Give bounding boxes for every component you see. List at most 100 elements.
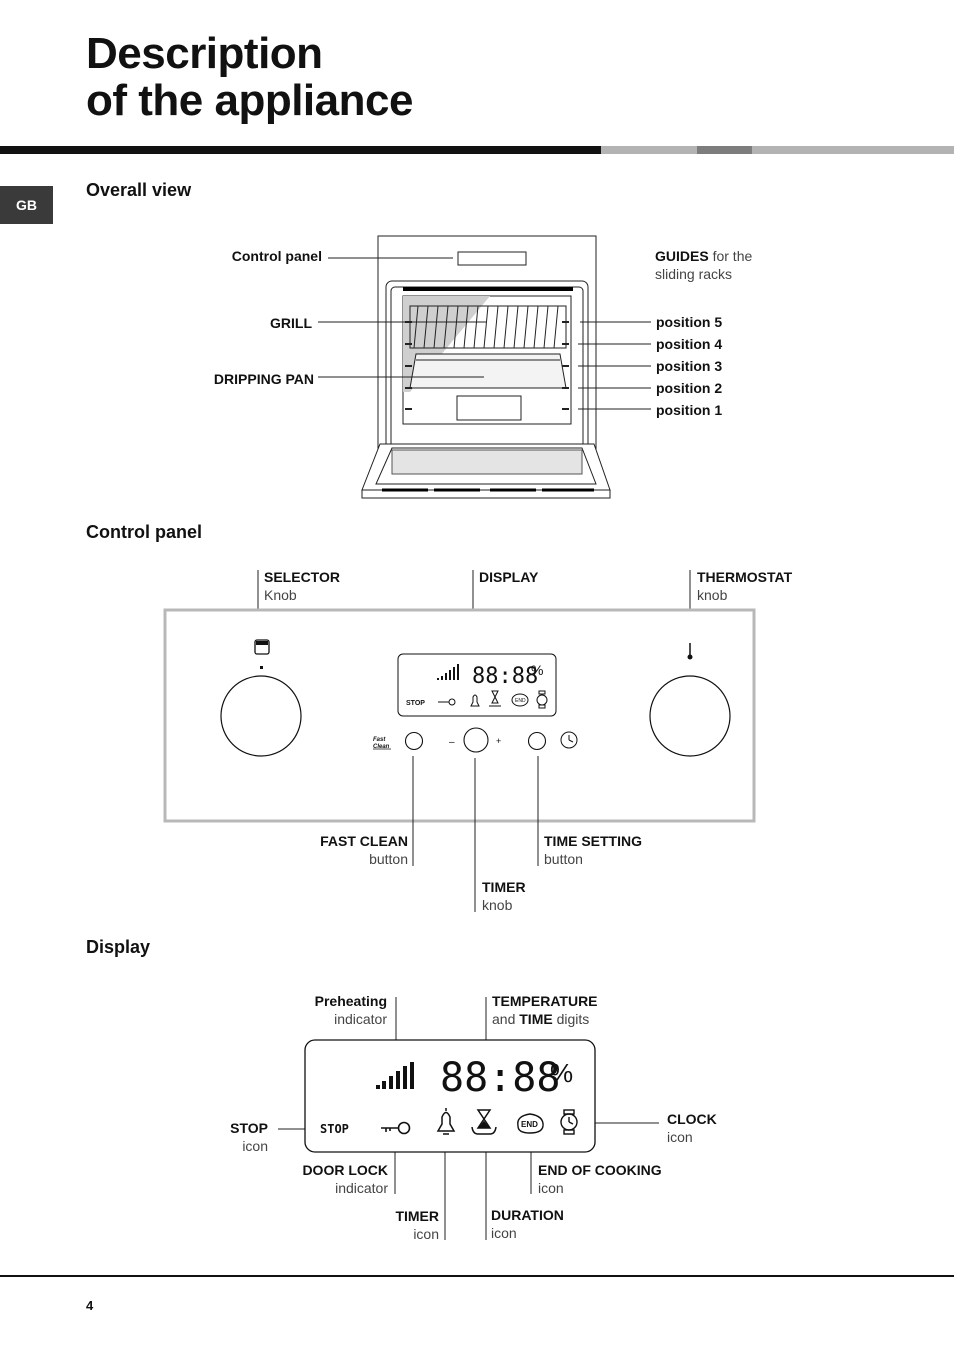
selector-label: SELECTOR Knob: [264, 568, 340, 604]
thermostat-label: THERMOSTAT knob: [697, 568, 792, 604]
position-5-label: position 5: [656, 314, 723, 330]
footer-rule: [0, 1275, 954, 1277]
stop-label-title: STOP: [230, 1120, 268, 1136]
timer-knob-label: TIMER knob: [482, 878, 526, 914]
mini-stop-text: STOP: [406, 700, 425, 707]
time-setting-label-title: TIME SETTING: [544, 833, 642, 849]
timer-minus-sign: –: [449, 737, 455, 748]
time-setting-label-sub: button: [544, 851, 583, 867]
display-percent: %: [550, 1058, 573, 1088]
stop-label: STOP icon: [180, 1119, 268, 1155]
end-text: END: [521, 1120, 538, 1129]
time-setting-label: TIME SETTING button: [544, 832, 642, 868]
guides-label-bold: GUIDES: [655, 248, 709, 264]
display-digits: 88:88: [440, 1055, 560, 1101]
thermostat-label-sub: knob: [697, 587, 728, 603]
selector-label-title: SELECTOR: [264, 569, 340, 585]
mini-display-digits: 88:88: [472, 664, 538, 689]
selector-label-sub: Knob: [264, 587, 297, 603]
duration-label-sub: icon: [491, 1225, 517, 1241]
mini-timer-bell-icon: [470, 694, 480, 707]
mini-clock-icon: [536, 690, 548, 709]
page-number: 4: [86, 1298, 94, 1313]
clock-label-sub: icon: [667, 1129, 693, 1145]
clock-label-title: CLOCK: [667, 1111, 717, 1127]
display-label: DISPLAY: [479, 569, 539, 585]
clock-icon: [560, 731, 578, 749]
timer-knob-label-title: TIMER: [482, 879, 526, 895]
timer-icon-label: TIMER icon: [340, 1207, 439, 1243]
oven-overall-diagram: [318, 235, 651, 499]
grill-label: GRILL: [270, 315, 312, 331]
mini-duration-icon: [489, 690, 501, 707]
fast-clean-label-sub: button: [369, 851, 408, 867]
fast-clean-icon: Fast Clean: [373, 737, 391, 750]
door-lock-icon: [381, 1121, 411, 1135]
mini-preheating-bars-icon: [437, 664, 459, 680]
preheating-label-sub: indicator: [334, 1011, 387, 1027]
fast-clean-icon-line2: Clean: [373, 744, 390, 750]
display-frame: [304, 1039, 596, 1153]
clock-label: CLOCK icon: [667, 1110, 717, 1146]
timer-bell-icon: [436, 1108, 456, 1135]
door-lock-label-sub: indicator: [335, 1180, 388, 1196]
overall-view-heading: Overall view: [86, 180, 192, 200]
thermostat-label-title: THERMOSTAT: [697, 569, 793, 585]
timer-icon-label-title: TIMER: [395, 1208, 439, 1224]
fast-clean-label-title: FAST CLEAN: [320, 833, 408, 849]
end-of-cooking-icon: END: [517, 1113, 544, 1134]
header-rule-grey-3: [752, 146, 954, 154]
thermostat-knob: [649, 643, 731, 757]
stop-icon: STOP: [320, 1122, 349, 1136]
preheating-label-title: Preheating: [314, 993, 387, 1009]
mini-display: 88:88 % STOP END: [397, 653, 557, 717]
control-panel-window: [457, 251, 527, 266]
page-title: Description of the appliance: [86, 30, 413, 124]
guides-label: GUIDES for the sliding racks: [655, 247, 752, 283]
temperature-label-and: and: [492, 1011, 520, 1027]
control-panel-label: Control panel: [231, 248, 322, 264]
fast-clean-label: FAST CLEAN button: [268, 832, 408, 868]
page-title-line1: Description: [86, 29, 323, 78]
fast-clean-icon-line1: Fast: [373, 737, 386, 743]
timer-plus-sign: +: [496, 736, 501, 746]
duration-label-title: DURATION: [491, 1207, 564, 1223]
selector-knob: [220, 639, 302, 757]
guides-label-line2: sliding racks: [655, 266, 733, 282]
duration-label: DURATION icon: [491, 1206, 564, 1242]
control-panel-diagram: 88:88 % STOP END Fast Clean – +: [163, 570, 756, 912]
timer-knob: [463, 727, 489, 753]
fast-clean-button: [404, 731, 424, 751]
timer-icon-label-sub: icon: [413, 1226, 439, 1242]
position-3-label: position 3: [656, 358, 723, 374]
control-panel-heading: Control panel: [86, 522, 202, 542]
door-lock-label: DOOR LOCK indicator: [240, 1161, 388, 1197]
preheating-bars-icon: [376, 1062, 414, 1089]
door-lock-label-title: DOOR LOCK: [302, 1162, 388, 1178]
clock-watch-icon: [560, 1109, 578, 1135]
preheating-label: Preheating indicator: [250, 992, 387, 1028]
stop-label-sub: icon: [242, 1138, 268, 1154]
end-of-cooking-label-title: END OF COOKING: [538, 1162, 662, 1178]
display-heading: Display: [86, 937, 151, 957]
page-title-line2: of the appliance: [86, 76, 413, 125]
display-diagram: 88:88 % STOP END: [278, 997, 659, 1240]
dripping-pan-label: DRIPPING PAN: [213, 371, 314, 387]
header-rule-grey-2: [697, 146, 752, 154]
language-tab: GB: [0, 186, 53, 224]
duration-hourglass-icon: [471, 1109, 497, 1135]
timer-knob-label-sub: knob: [482, 897, 513, 913]
position-4-label: position 4: [656, 336, 723, 352]
header-rule-grey-1: [601, 146, 697, 154]
position-2-label: position 2: [656, 380, 723, 396]
time-setting-button: [527, 731, 547, 751]
mini-door-lock-icon: [438, 698, 456, 706]
mini-display-percent: %: [531, 662, 543, 678]
temperature-label-digits: digits: [552, 1011, 590, 1027]
temperature-label-title: TEMPERATURE: [492, 993, 598, 1009]
temperature-label-time: TIME: [519, 1011, 553, 1027]
guides-label-rest: for the: [708, 248, 753, 264]
position-1-label: position 1: [656, 402, 723, 418]
mini-end-icon: END: [511, 693, 529, 707]
temperature-label: TEMPERATURE and TIME digits: [492, 992, 598, 1028]
